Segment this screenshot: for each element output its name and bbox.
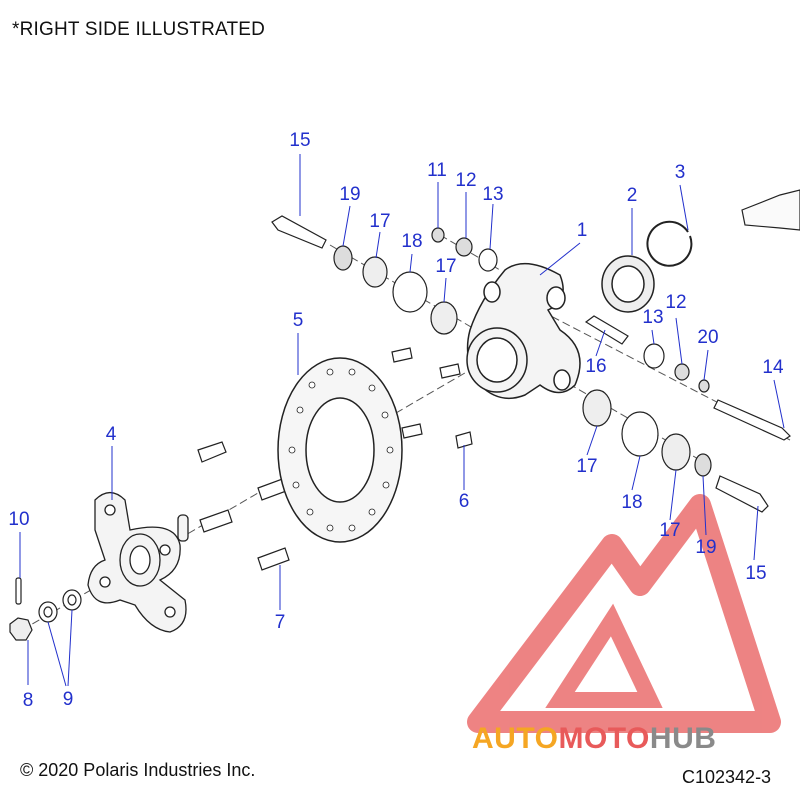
callout-13-upper: 13 [482, 184, 504, 205]
brake-bolts [391, 347, 473, 449]
figure-id: C102342-3 [682, 767, 772, 787]
callout-1: 1 [576, 220, 588, 241]
wheel-studs [197, 441, 290, 571]
wheel-bearing [601, 255, 655, 313]
callout-18-lower: 18 [621, 492, 643, 513]
callout-13-lower: 13 [642, 307, 664, 328]
callout-16: 16 [585, 356, 607, 377]
callout-15-lower: 15 [745, 563, 767, 584]
callout-7: 7 [274, 612, 286, 633]
callout-9: 9 [62, 689, 74, 710]
callout-3: 3 [674, 162, 686, 183]
callout-15-upper: 15 [289, 130, 311, 151]
lower-hardware [582, 315, 791, 513]
watermark-hub: HUB [649, 722, 717, 755]
castle-nut [9, 617, 33, 641]
watermark-text: AUTOMOTOHUB [472, 722, 716, 756]
callout-4: 4 [105, 424, 117, 445]
callout-10: 10 [8, 509, 30, 530]
axle-stub [741, 189, 800, 231]
callout-17-b: 17 [435, 256, 457, 277]
cotter-pin [15, 577, 22, 605]
callout-14: 14 [762, 357, 784, 378]
callout-6: 6 [458, 491, 470, 512]
callout-17-c: 17 [576, 456, 598, 477]
watermark-logo [467, 494, 781, 733]
header-note: *RIGHT SIDE ILLUSTRATED [12, 19, 266, 40]
watermark-auto: AUTO [472, 722, 559, 755]
watermark-moto: MOTO [558, 722, 650, 755]
bearing-carrier [466, 262, 581, 400]
callout-20: 20 [697, 327, 719, 348]
callout-18-upper: 18 [401, 231, 423, 252]
callout-11: 11 [427, 160, 447, 181]
wheel-hub [87, 491, 189, 633]
callout-17-d: 17 [659, 520, 681, 541]
callout-2: 2 [626, 185, 638, 206]
callout-5: 5 [292, 310, 304, 331]
callout-8: 8 [22, 690, 34, 711]
callout-12-lower: 12 [665, 292, 687, 313]
callout-19-lower: 19 [695, 537, 717, 558]
washers [38, 589, 82, 623]
callout-19-upper: 19 [339, 184, 361, 205]
callout-17-a: 17 [369, 211, 391, 232]
upper-hardware [271, 215, 498, 335]
snap-ring [646, 220, 693, 267]
brake-disc [277, 357, 403, 543]
callout-12-upper: 12 [455, 170, 477, 191]
copyright-notice: © 2020 Polaris Industries Inc. [20, 760, 256, 780]
callout-leaders [19, 154, 785, 687]
